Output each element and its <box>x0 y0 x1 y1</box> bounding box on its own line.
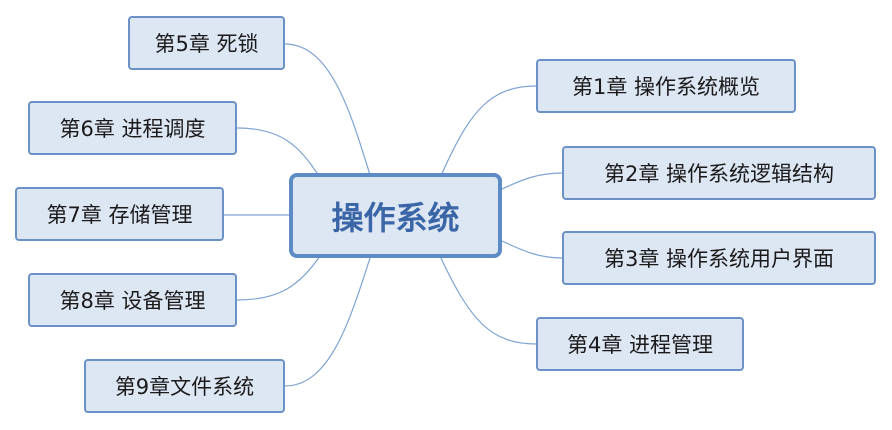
connector-ch6 <box>236 127 321 179</box>
branch-node-ch1[interactable]: 第1章 操作系统概览 <box>536 59 796 113</box>
branch-label: 第2章 操作系统逻辑结构 <box>603 162 835 186</box>
connector-ch4 <box>439 255 538 345</box>
connector-ch9 <box>284 257 371 387</box>
branch-node-ch4[interactable]: 第4章 进程管理 <box>536 317 744 371</box>
root-node[interactable]: 操作系统 <box>289 173 502 258</box>
connector-ch8 <box>236 255 321 301</box>
branch-node-ch6[interactable]: 第6章 进程调度 <box>28 101 237 155</box>
branch-node-ch5[interactable]: 第5章 死锁 <box>128 16 285 70</box>
branch-node-ch3[interactable]: 第3章 操作系统用户界面 <box>562 231 876 285</box>
connector-ch2 <box>499 172 564 191</box>
branch-label: 第5章 死锁 <box>154 32 259 56</box>
branch-label: 第3章 操作系统用户界面 <box>603 247 835 271</box>
branch-label: 第6章 进程调度 <box>59 117 206 141</box>
branch-node-ch9[interactable]: 第9章文件系统 <box>84 359 285 413</box>
branch-label: 第9章文件系统 <box>114 375 255 399</box>
branch-label: 第1章 操作系统概览 <box>571 75 761 99</box>
connector-ch3 <box>499 239 564 259</box>
branch-node-ch7[interactable]: 第7章 存储管理 <box>15 187 224 241</box>
branch-node-ch8[interactable]: 第8章 设备管理 <box>28 273 237 327</box>
branch-node-ch2[interactable]: 第2章 操作系统逻辑结构 <box>562 146 876 200</box>
connector-ch5 <box>284 43 371 176</box>
connector-ch1 <box>439 85 538 179</box>
branch-label: 第7章 存储管理 <box>46 203 193 227</box>
branch-label: 第8章 设备管理 <box>59 289 206 313</box>
branch-label: 第4章 进程管理 <box>566 333 714 357</box>
root-label: 操作系统 <box>331 198 460 237</box>
